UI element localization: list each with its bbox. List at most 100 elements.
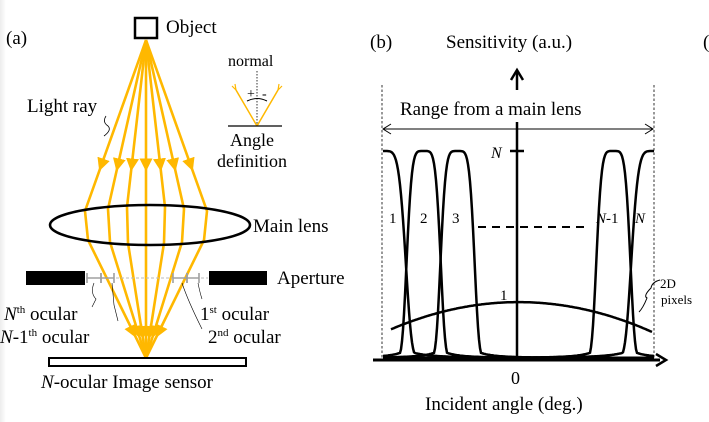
first-ocular-base: 1 bbox=[200, 304, 210, 325]
sensitivity-curve-1 bbox=[383, 149, 654, 360]
n-1th-ocular-leader bbox=[111, 282, 119, 322]
light-rays bbox=[83, 39, 209, 359]
sensitivity-curves bbox=[382, 149, 655, 360]
minus-sign: - bbox=[262, 87, 267, 102]
light-ray bbox=[144, 39, 186, 359]
panel-a: (a) Object Light ray normal + - Angle de… bbox=[0, 16, 345, 393]
sensitivity-curve-2d-pixels bbox=[390, 300, 653, 334]
ray-arrow-icon bbox=[134, 325, 148, 340]
n-1th-ocular-sup: th bbox=[29, 327, 38, 339]
panel-b-label: (b) bbox=[370, 32, 392, 53]
light-ray bbox=[125, 39, 148, 359]
x-axis-label: Incident angle (deg.) bbox=[425, 394, 583, 415]
x-axis-arrow-icon bbox=[655, 352, 669, 368]
panel-a-label: (a) bbox=[6, 28, 27, 49]
main-lens-label: Main lens bbox=[253, 216, 328, 237]
nth-ocular-leader bbox=[91, 282, 97, 308]
main-lens bbox=[48, 203, 252, 247]
first-ocular-leader bbox=[197, 282, 203, 300]
curve-label-3: 3 bbox=[452, 211, 460, 227]
nth-ocular-label: Nth ocular bbox=[3, 304, 78, 325]
second-ocular-label: 2nd ocular bbox=[208, 327, 281, 348]
second-ocular-rest: ocular bbox=[229, 327, 282, 348]
panel-b: (b) Sensitivity (a.u.) ( Range from a ma… bbox=[370, 32, 709, 415]
sensitivity-curve-n-1 bbox=[383, 149, 655, 360]
y-axis-arrow-icon bbox=[509, 67, 525, 81]
range-label: Range from a main lens bbox=[400, 99, 582, 120]
range-arrow-left-icon bbox=[382, 123, 392, 135]
pixels-2d-label-line1: 2D bbox=[660, 276, 676, 291]
sensor-label-n: N bbox=[40, 372, 55, 393]
angle-caption-line2: definition bbox=[217, 151, 287, 171]
light-ray bbox=[144, 39, 167, 359]
light-ray-leader bbox=[103, 115, 110, 137]
light-ray bbox=[106, 39, 148, 359]
pixels-2d-leader bbox=[638, 279, 661, 313]
angle-definition-inset: normal + - Angle definition bbox=[217, 53, 287, 171]
nth-ocular-base: N bbox=[3, 304, 18, 325]
ray-arrow-icon bbox=[97, 156, 110, 172]
ray-arrow-icon bbox=[166, 157, 180, 172]
arrow-right-icon bbox=[277, 83, 283, 92]
aperture-label: Aperture bbox=[277, 268, 345, 289]
left-edge-shade bbox=[0, 0, 6, 422]
n-1th-ocular-label: N-1th ocular bbox=[0, 327, 90, 348]
ray-arrow-icon bbox=[112, 157, 126, 172]
sensitivity-curve-2 bbox=[382, 149, 654, 360]
sensitivity-curve-3 bbox=[383, 149, 654, 360]
angle-caption-line1: Angle bbox=[230, 130, 274, 150]
n-1th-ocular-rest: ocular bbox=[37, 327, 90, 348]
curve-label-n-1-italic: N bbox=[595, 211, 607, 227]
sensor-label-rest: -ocular Image sensor bbox=[54, 372, 214, 393]
incident-ray-left bbox=[235, 89, 258, 127]
y-axis-label: Sensitivity (a.u.) bbox=[446, 32, 572, 53]
curve-label-2: 2 bbox=[420, 211, 428, 227]
sensitivity-curve-n bbox=[383, 149, 654, 360]
incident-ray-right bbox=[256, 89, 279, 127]
ray-arrow-icon bbox=[182, 156, 195, 172]
y-tick-n-label: N bbox=[490, 145, 503, 162]
ray-arrow-icon bbox=[144, 325, 158, 340]
ray-arrow-icon bbox=[155, 323, 168, 338]
x-zero-label: 0 bbox=[511, 368, 520, 388]
angle-arc bbox=[246, 98, 268, 102]
aperture-left-blade bbox=[26, 271, 85, 285]
arrow-left-icon bbox=[231, 83, 237, 92]
nth-ocular-marker bbox=[86, 273, 102, 283]
sensor-label: N-ocular Image sensor bbox=[40, 372, 214, 393]
nth-ocular-rest: ocular bbox=[25, 304, 78, 325]
n-1th-ocular-marker bbox=[100, 273, 115, 283]
first-ocular-rest: ocular bbox=[217, 304, 270, 325]
n-1th-ocular-mid: -1 bbox=[13, 327, 29, 348]
pixel-curve-peak-label: 1 bbox=[500, 288, 508, 304]
light-ray-label: Light ray bbox=[27, 96, 98, 117]
second-ocular-leader bbox=[181, 282, 203, 330]
object-label: Object bbox=[166, 17, 217, 38]
light-ray bbox=[144, 39, 209, 359]
ray-arrow-icon bbox=[153, 157, 166, 172]
pixels-2d-label-line2: pixels bbox=[661, 292, 692, 307]
object-box bbox=[133, 16, 159, 40]
second-ocular-sup: nd bbox=[218, 327, 230, 339]
range-arrow-right-icon bbox=[644, 123, 654, 135]
second-ocular-base: 2 bbox=[208, 327, 218, 348]
ray-arrow-icon bbox=[126, 157, 139, 172]
n-1th-ocular-base: N bbox=[0, 327, 14, 348]
nth-ocular-sup: th bbox=[17, 304, 26, 316]
curve-label-n-1-rest: -1 bbox=[606, 211, 619, 227]
light-ray bbox=[83, 39, 148, 359]
first-ocular-label: 1st ocular bbox=[200, 304, 270, 325]
ocular-markers bbox=[86, 273, 200, 283]
ray-arrow-icon bbox=[149, 324, 163, 339]
ray-arrow-icon bbox=[129, 324, 143, 339]
curve-label-1: 1 bbox=[389, 211, 397, 227]
ray-arrow-icon bbox=[124, 323, 137, 338]
curve-label-n: N bbox=[634, 211, 646, 227]
image-sensor bbox=[48, 357, 247, 367]
panel-c-label-fragment: ( bbox=[703, 32, 709, 53]
curve-label-n-1: N-1 bbox=[595, 211, 619, 227]
first-ocular-sup: st bbox=[210, 304, 217, 316]
plus-sign: + bbox=[247, 87, 255, 102]
aperture-right-blade bbox=[209, 271, 267, 285]
